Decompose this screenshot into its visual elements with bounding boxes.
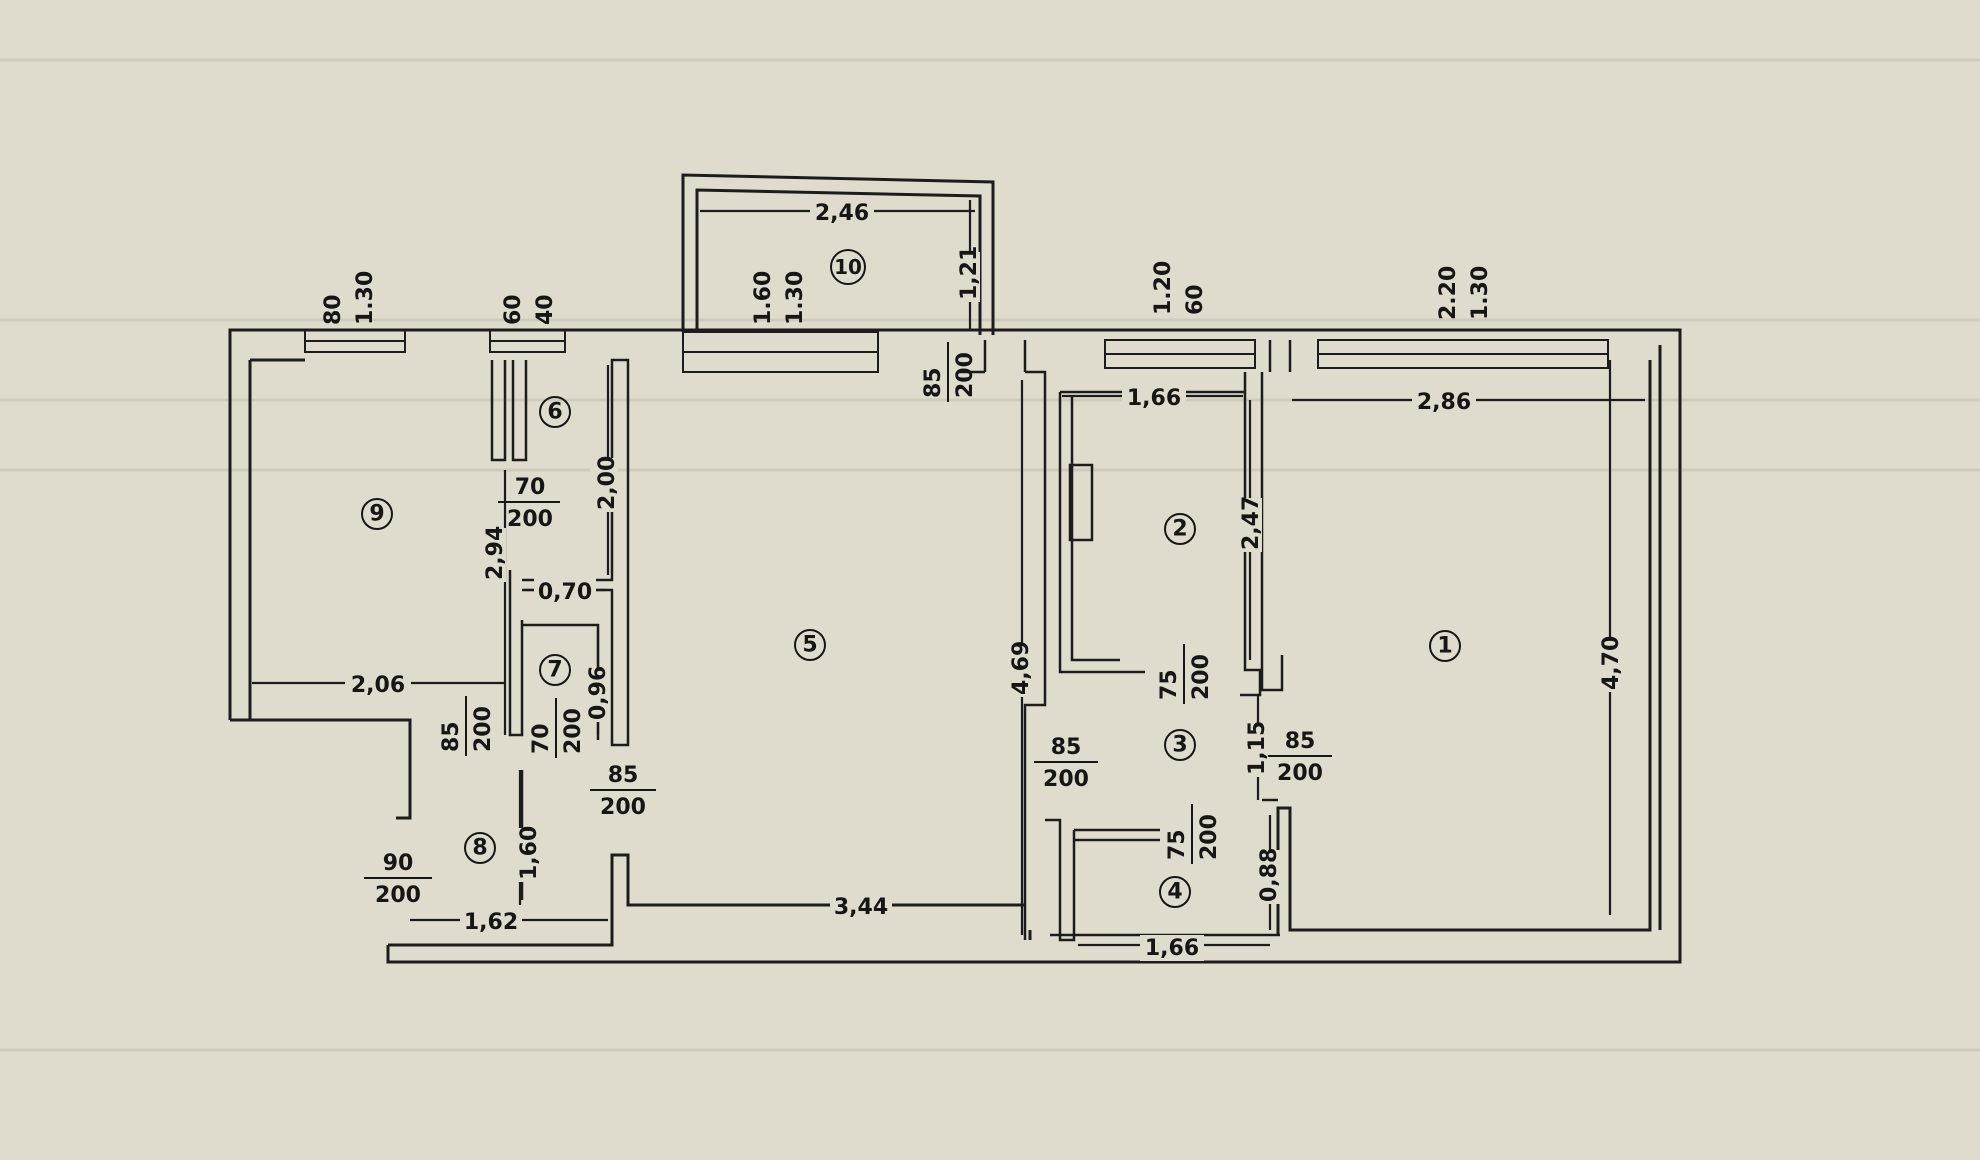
svg-text:4: 4 (1167, 880, 1182, 905)
dim-room6-depth: 2,00 (595, 456, 620, 510)
svg-text:70: 70 (515, 475, 546, 500)
svg-text:85: 85 (1051, 735, 1082, 760)
door-label-entrance: 90 200 (364, 851, 432, 908)
window-label-4: 1.20 60 (1151, 261, 1208, 315)
dim-room1-width: 2,86 (1417, 390, 1471, 415)
svg-text:75: 75 (1157, 669, 1182, 700)
dim-room9-width: 2,06 (351, 673, 405, 698)
svg-text:75: 75 (1165, 829, 1190, 860)
dim-room1-depth: 4,70 (1599, 636, 1624, 690)
svg-text:40: 40 (533, 294, 558, 325)
svg-text:200: 200 (953, 352, 978, 398)
room-7-label: 7 (539, 654, 571, 686)
dim-room4-depth: 0,88 (1257, 848, 1282, 902)
dim-balcony-depth: 1,21 (957, 246, 982, 300)
svg-text:200: 200 (1043, 767, 1089, 792)
svg-text:60: 60 (501, 294, 526, 325)
svg-text:200: 200 (1197, 814, 1222, 860)
door-label-room1: 85 200 (1268, 729, 1332, 786)
svg-text:7: 7 (547, 658, 562, 683)
window-label-5: 2.20 1.30 (1436, 266, 1493, 320)
room-9-label: 9 (361, 498, 393, 530)
svg-text:2.20: 2.20 (1436, 266, 1461, 320)
room-2-label: 2 (1164, 513, 1196, 545)
door-label-room3: 85 200 (1034, 735, 1098, 792)
svg-text:1.30: 1.30 (1468, 266, 1493, 320)
paper-texture (0, 58, 1980, 1052)
door-label-room4: 75 200 (1165, 804, 1222, 864)
svg-text:200: 200 (375, 883, 421, 908)
dim-room8-depth: 1,60 (517, 826, 542, 880)
svg-text:1: 1 (1437, 634, 1452, 659)
dim-room9-depth: 2,94 (483, 526, 508, 580)
svg-text:200: 200 (507, 507, 553, 532)
svg-text:85: 85 (439, 721, 464, 752)
svg-text:70: 70 (529, 723, 554, 754)
door-label-room7: 70 200 (529, 698, 586, 758)
dim-balcony-width: 2,46 (815, 201, 869, 226)
window-label-1: 80 1.30 (321, 271, 378, 325)
room-5-label: 5 (794, 629, 826, 661)
svg-text:8: 8 (472, 836, 487, 861)
svg-text:200: 200 (1189, 654, 1214, 700)
dim-room4-width: 1,66 (1145, 936, 1199, 961)
door-labels: 85 200 70 200 85 200 70 200 85 200 (364, 342, 1332, 908)
svg-text:3: 3 (1172, 733, 1187, 758)
window-label-2: 60 40 (501, 294, 558, 325)
svg-text:200: 200 (600, 795, 646, 820)
svg-text:90: 90 (383, 851, 414, 876)
svg-text:2: 2 (1172, 517, 1187, 542)
room-1-label: 1 (1429, 630, 1461, 662)
svg-text:6: 6 (547, 400, 562, 425)
dim-room2-width: 1,66 (1127, 386, 1181, 411)
dim-room5-depth: 4,69 (1009, 641, 1034, 695)
svg-text:1.60: 1.60 (751, 271, 776, 325)
door-label-room6: 70 200 (498, 475, 560, 532)
svg-text:80: 80 (321, 294, 346, 325)
svg-text:1.20: 1.20 (1151, 261, 1176, 315)
room-10-label: 10 (830, 249, 866, 285)
svg-text:60: 60 (1183, 284, 1208, 315)
dim-room7-depth: 0,96 (586, 666, 611, 720)
room-6-label: 6 (539, 396, 571, 428)
dimension-labels: 2,46 1,21 1,66 2,86 2,47 4,70 4,69 2,00 … (345, 197, 1624, 961)
room-labels: 1 2 3 4 5 6 7 8 9 10 (361, 249, 1461, 908)
svg-text:200: 200 (561, 708, 586, 754)
svg-text:200: 200 (471, 706, 496, 752)
door-label-room2: 75 200 (1157, 644, 1214, 704)
dim-room6-width: 0,70 (538, 580, 592, 605)
svg-text:1.30: 1.30 (783, 271, 808, 325)
window-label-3: 1.60 1.30 (751, 271, 808, 325)
dim-room2-depth: 2,47 (1239, 496, 1264, 550)
door-label-balcony: 85 200 (921, 342, 978, 402)
window-labels: 80 1.30 60 40 1.60 1.30 1.20 60 2.20 1.3… (321, 261, 1493, 325)
room-4-label: 4 (1159, 876, 1191, 908)
dim-room5-width: 3,44 (834, 895, 888, 920)
door-label-room5-left: 85 200 (590, 763, 656, 820)
dim-room3-depth: 1,15 (1245, 721, 1270, 775)
door-label-room9: 85 200 (439, 696, 496, 756)
window-glazing (304, 329, 1609, 373)
svg-text:200: 200 (1277, 761, 1323, 786)
svg-text:10: 10 (834, 255, 862, 279)
svg-text:5: 5 (802, 633, 817, 658)
svg-text:1.30: 1.30 (353, 271, 378, 325)
svg-text:85: 85 (1285, 729, 1316, 754)
room-8-label: 8 (464, 832, 496, 864)
svg-text:9: 9 (369, 502, 384, 527)
room-3-label: 3 (1164, 729, 1196, 761)
dim-room8-width: 1,62 (464, 910, 518, 935)
outer-walls (228, 328, 1682, 964)
svg-text:85: 85 (921, 367, 946, 398)
svg-text:85: 85 (608, 763, 639, 788)
